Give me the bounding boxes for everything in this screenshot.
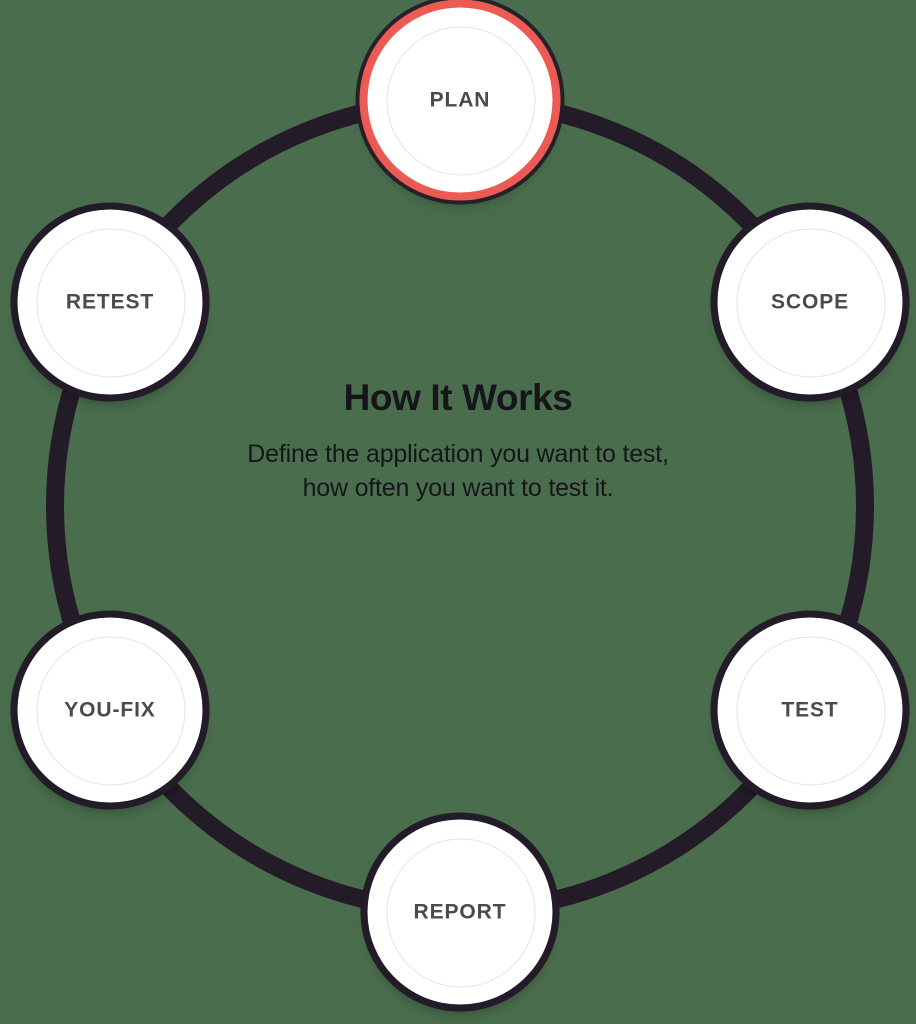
cycle-node-label-scope: SCOPE (770, 290, 850, 313)
cycle-node-label-report: REPORT (413, 900, 507, 923)
cycle-node-label-youfix: YOU-FIX (64, 698, 156, 721)
cycle-node-label-plan: PLAN (429, 88, 491, 111)
cycle-node-label-retest: RETEST (65, 290, 155, 313)
cycle-node-test[interactable]: TEST (717, 617, 903, 803)
cycle-ring-circle (46, 92, 874, 920)
cycle-node-youfix[interactable]: YOU-FIX (17, 617, 203, 803)
cycle-node-report[interactable]: REPORT (367, 819, 553, 1005)
cycle-node-retest[interactable]: RETEST (17, 209, 203, 395)
cycle-node-scope[interactable]: SCOPE (717, 209, 903, 395)
cycle-node-label-test: TEST (781, 698, 839, 721)
cycle-node-plan[interactable]: PLAN (367, 7, 553, 193)
